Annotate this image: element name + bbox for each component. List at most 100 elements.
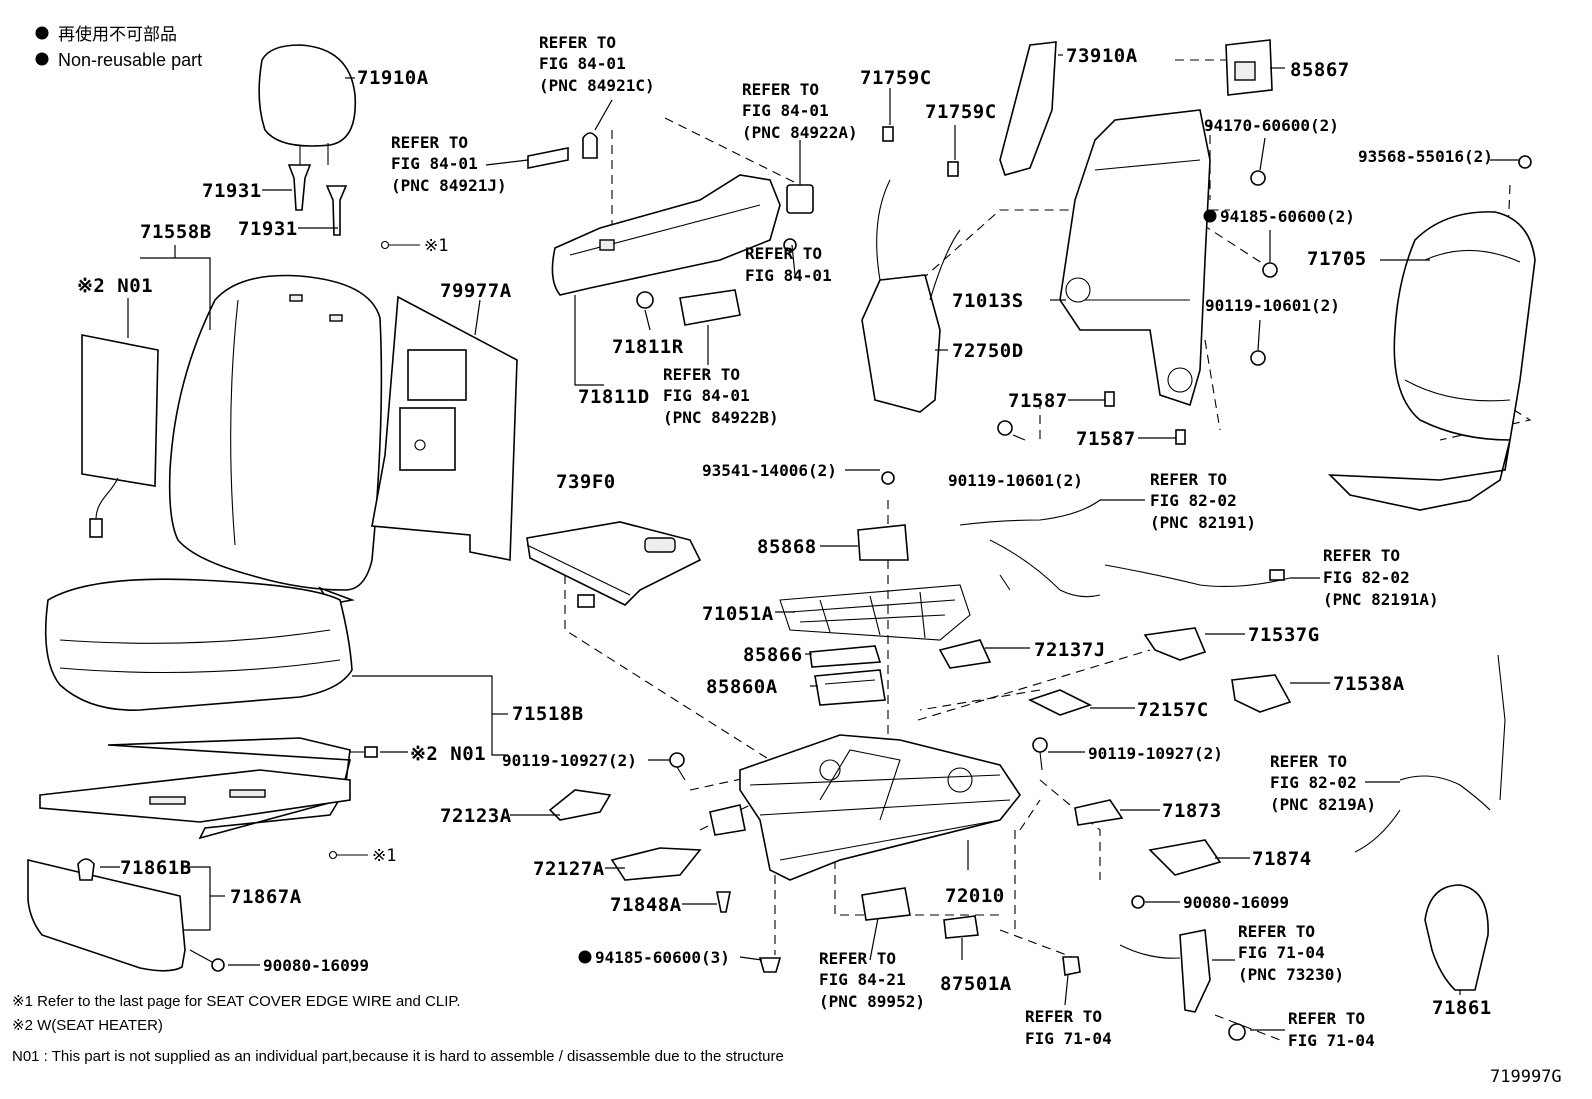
ref-fig-84-01: REFER TO FIG 84-01 [745,244,832,285]
figure-number: 719997G [1490,1067,1562,1087]
leader-lines [100,54,1520,1031]
screw-90080-16099 [189,949,225,972]
svg-text:FIG 71-04: FIG 71-04 [1025,1029,1112,1048]
svg-text:(PNC 84921C): (PNC 84921C) [539,76,655,95]
label-87501A: 87501A [940,973,1012,995]
label-N01: ※2 N01 [410,743,486,765]
label-739F0: 739F0 [556,471,616,493]
module-85860A [814,669,886,706]
screw-93568-55016 [1518,155,1532,169]
svg-text:FIG 82-02: FIG 82-02 [1150,491,1237,510]
ref-fig-71-04-73230: REFER TO FIG 71-04 (PNC 73230) [1238,922,1344,984]
legend-en: Non-reusable part [58,50,202,70]
svg-text:REFER TO: REFER TO [1288,1009,1365,1028]
svg-text:FIG 84-01: FIG 84-01 [391,154,478,173]
screw-90080-16099 [1131,895,1145,909]
ref-fig-82-02-82191A: REFER TO FIG 82-02 (PNC 82191A) [1323,546,1439,609]
ecu-89952 [861,887,911,921]
non-reusable-bullet-icon [1203,209,1217,223]
label-71538A: 71538A [1333,673,1405,695]
label-94170-60600: 94170-60600(2) [1204,116,1339,135]
svg-text:REFER TO: REFER TO [1238,922,1315,941]
svg-text:REFER TO: REFER TO [1270,752,1347,771]
nut-fig-71-04 [1062,956,1246,1041]
footnote-2: ※2 W(SEAT HEATER) [12,1017,163,1034]
seatback-pad-79977A [371,295,518,561]
svg-text:REFER TO: REFER TO [1323,546,1400,565]
ref-fig-82-02-8219A: REFER TO FIG 82-02 (PNC 8219A) [1270,752,1376,814]
non-reusable-bullet-icon [35,26,49,40]
label-71811D: 71811D [578,386,650,408]
module-85867 [1225,39,1273,96]
svg-text:REFER TO: REFER TO [745,244,822,263]
label-note1-mark: ※1 [372,846,396,866]
label-71518B: 71518B [512,703,584,725]
cushion-pan-739F0 [526,521,702,608]
ref-fig-84-01-84921J: REFER TO FIG 84-01 (PNC 84921J) [391,133,507,195]
svg-text:FIG 82-02: FIG 82-02 [1323,568,1410,587]
label-94185-60600: 94185-60600(2) [1220,207,1355,226]
ref-fig-84-01-84922A: REFER TO FIG 84-01 (PNC 84922A) [742,80,858,142]
ref-fig-82-02-82191: REFER TO FIG 82-02 (PNC 82191) [1150,470,1256,532]
label-90119-10927: 90119-10927(2) [502,751,637,770]
ref-fig-71-04: REFER TO FIG 71-04 [1288,1009,1375,1050]
footnote-n01: N01 : This part is not supplied as an in… [12,1048,784,1065]
ref-fig-84-21-89952: REFER TO FIG 84-21 (PNC 89952) [819,949,925,1011]
ref-fig-84-01-84922B: REFER TO FIG 84-01 (PNC 84922B) [663,365,779,427]
label-85866: 85866 [743,644,803,666]
harness-72137J [938,639,992,669]
label-71931: 71931 [202,180,262,202]
cover-71537G [1143,627,1207,661]
svg-text:FIG 84-01: FIG 84-01 [663,386,750,405]
reference-notes: REFER TO FIG 84-01 (PNC 84921C) REFER TO… [391,33,1439,1050]
label-71558B: 71558B [140,221,212,243]
footnote-1: ※1 Refer to the last page for SEAT COVER… [12,993,461,1010]
svg-text:(PNC 84921J): (PNC 84921J) [391,176,507,195]
label-79977A: 79977A [440,280,512,302]
svg-text:(PNC 82191): (PNC 82191) [1150,513,1256,532]
label-72157C: 72157C [1137,699,1209,721]
harness-82191 [959,499,1101,598]
seat-cushion-cover-71518B [44,578,353,711]
switch-knob-icon [527,132,814,326]
svg-text:REFER TO: REFER TO [539,33,616,52]
headrest-support-71931 [287,164,348,236]
svg-text:REFER TO: REFER TO [663,365,740,384]
label-93541-14006: 93541-14006(2) [702,461,837,480]
svg-text:FIG 82-02: FIG 82-02 [1270,773,1357,792]
label-note1-mark: ※1 [424,236,448,256]
clip-71861B [77,858,95,881]
label-72127A: 72127A [533,858,605,880]
label-71705: 71705 [1307,248,1367,270]
seatback-frame-71013S [1059,109,1211,407]
svg-text:FIG 71-04: FIG 71-04 [1238,943,1325,962]
label-72137J: 72137J [1034,639,1106,661]
svg-text:(PNC 89952): (PNC 89952) [819,992,925,1011]
legend: 再使用不可部品 Non-reusable part [35,24,202,70]
label-90080-16099: 90080-16099 [263,956,369,975]
seatback-board-71705 [1327,211,1536,511]
clip-71587 [1104,391,1186,445]
svg-text:FIG 84-01: FIG 84-01 [742,101,829,120]
svg-text:FIG 84-01: FIG 84-01 [539,54,626,73]
seat-adjuster-72010 [709,734,1021,881]
label-90119-10927: 90119-10927(2) [1088,744,1223,763]
panel-73910A [999,41,1057,176]
label-N01: ※2 N01 [77,275,153,297]
label-71861: 71861 [1432,997,1492,1019]
label-72123A: 72123A [440,805,512,827]
ref-fig-71-04: REFER TO FIG 71-04 [1025,1007,1112,1048]
harness-8219A [1354,654,1506,853]
nut-94185-60600 [1262,262,1278,278]
label-71587: 71587 [1076,428,1136,450]
clip-71848A [716,891,731,913]
label-71874: 71874 [1252,848,1312,870]
svg-text:FIG 84-01: FIG 84-01 [745,266,832,285]
svg-text:REFER TO: REFER TO [1025,1007,1102,1026]
bracket-71873 [1074,799,1124,826]
clip-ring-icon [328,240,420,860]
seat-heater-back [81,334,159,538]
label-71931: 71931 [238,218,298,240]
legend-jp: 再使用不可部品 [58,24,177,44]
headrest-71910A [258,44,357,165]
